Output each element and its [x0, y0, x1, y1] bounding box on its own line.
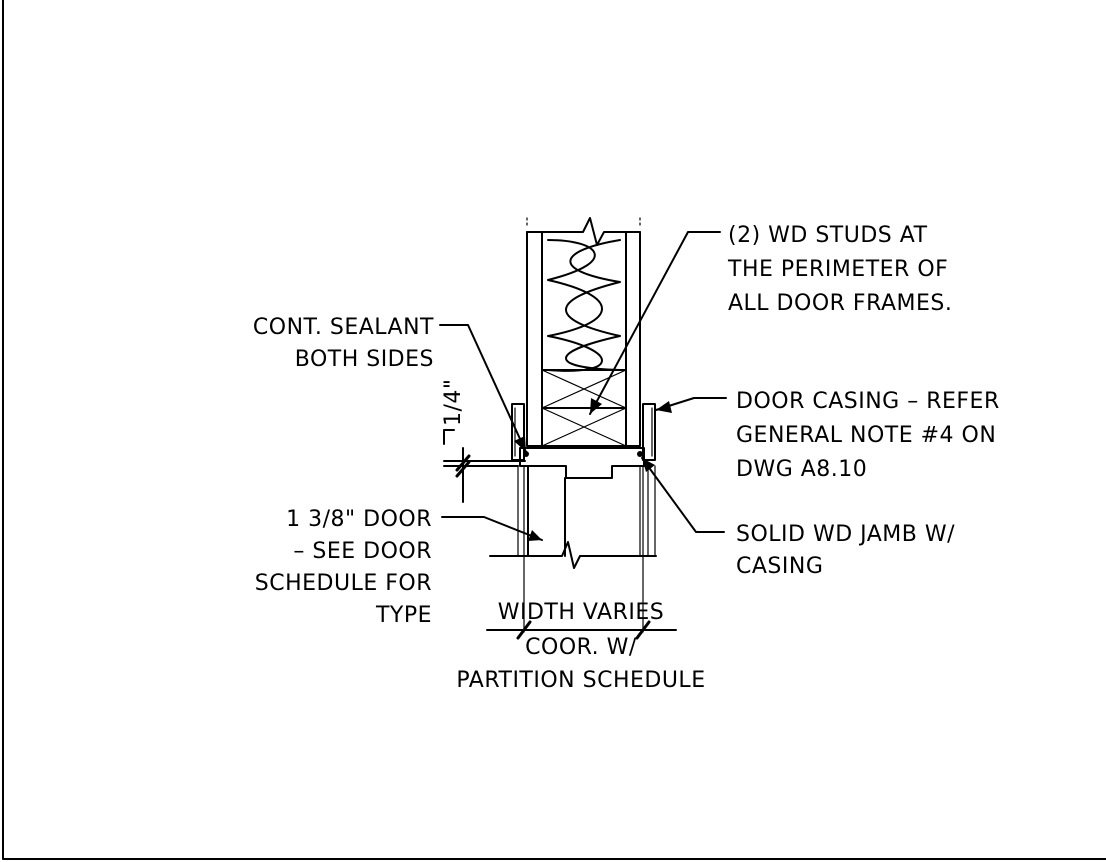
door-leader — [441, 516, 543, 541]
note-door-line-1: 1 3/8" DOOR — [286, 507, 432, 532]
note-width-line-3: PARTITION SCHEDULE — [456, 668, 705, 693]
note-jamb-line-2: CASING — [736, 554, 823, 579]
sealant-bead-left — [523, 451, 529, 457]
note-sealant: CONT. SEALANT BOTH SIDES — [253, 315, 434, 372]
reveal-dimension-label: 1/4" — [441, 378, 466, 426]
top-break-line — [526, 217, 641, 246]
gypsum-board-right — [625, 231, 641, 447]
note-studs-line-3: ALL DOOR FRAMES. — [728, 291, 952, 316]
sealant-leader-arrow — [514, 436, 526, 452]
width-dimension-ticks — [516, 620, 651, 640]
opening-lines-right — [639, 465, 656, 557]
casing-left — [511, 403, 525, 461]
note-casing-line-3: DWG A8.10 — [736, 457, 867, 482]
door-leader-arrow — [528, 530, 542, 541]
jamb-leader-arrow — [642, 458, 655, 472]
casing-leader-arrow — [656, 401, 672, 413]
studs-leader-arrow — [590, 398, 602, 414]
door-opening — [486, 465, 677, 640]
note-sealant-line-2: BOTH SIDES — [295, 347, 434, 372]
note-door-line-2: – SEE DOOR — [293, 539, 432, 564]
jamb-leader — [641, 457, 725, 533]
note-width-line-1: WIDTH VARIES — [498, 600, 665, 625]
note-width-line-2: COOR. W/ — [525, 635, 637, 660]
reveal-tick-upper — [455, 454, 471, 472]
reveal-tick-lower — [455, 460, 471, 478]
note-door: 1 3/8" DOOR – SEE DOOR SCHEDULE FOR TYPE — [255, 507, 432, 628]
jamb-and-casing — [511, 403, 656, 479]
insulation-batt-left-loops — [547, 239, 603, 372]
note-door-line-4: TYPE — [375, 603, 432, 628]
solid-wood-jamb — [519, 447, 645, 479]
note-door-line-3: SCHEDULE FOR — [255, 571, 432, 596]
stud-upper-cross — [541, 369, 627, 409]
note-casing-line-2: GENERAL NOTE #4 ON — [736, 423, 996, 448]
note-jamb-line-1: SOLID WD JAMB W/ — [736, 522, 955, 547]
leader-lines — [439, 231, 727, 541]
note-jamb: SOLID WD JAMB W/ CASING — [736, 522, 955, 579]
note-sealant-line-1: CONT. SEALANT — [253, 315, 434, 340]
note-studs-line-2: THE PERIMETER OF — [727, 257, 948, 282]
sealant-leader — [439, 324, 527, 453]
casing-right — [642, 403, 656, 461]
gypsum-board-left — [526, 231, 543, 447]
reveal-bracket — [443, 429, 455, 445]
top-break-ticks — [526, 217, 641, 227]
wall-section — [526, 217, 641, 447]
width-extension-lines — [523, 465, 644, 633]
stud-lower-cross — [541, 407, 627, 447]
reveal-dimension — [443, 429, 526, 503]
note-studs: (2) WD STUDS AT THE PERIMETER OF ALL DOO… — [727, 223, 952, 316]
door-slab-edges — [527, 465, 566, 557]
note-casing: DOOR CASING – REFER GENERAL NOTE #4 ON D… — [736, 389, 1000, 482]
bottom-break-line — [489, 541, 657, 569]
note-width: WIDTH VARIES COOR. W/ PARTITION SCHEDULE — [456, 600, 705, 693]
sealant-bead-right — [637, 451, 643, 457]
note-casing-line-1: DOOR CASING – REFER — [736, 389, 1000, 414]
insulation-batt-right-loops — [565, 239, 621, 371]
note-studs-line-1: (2) WD STUDS AT — [728, 223, 928, 248]
studs-leader — [589, 231, 721, 415]
